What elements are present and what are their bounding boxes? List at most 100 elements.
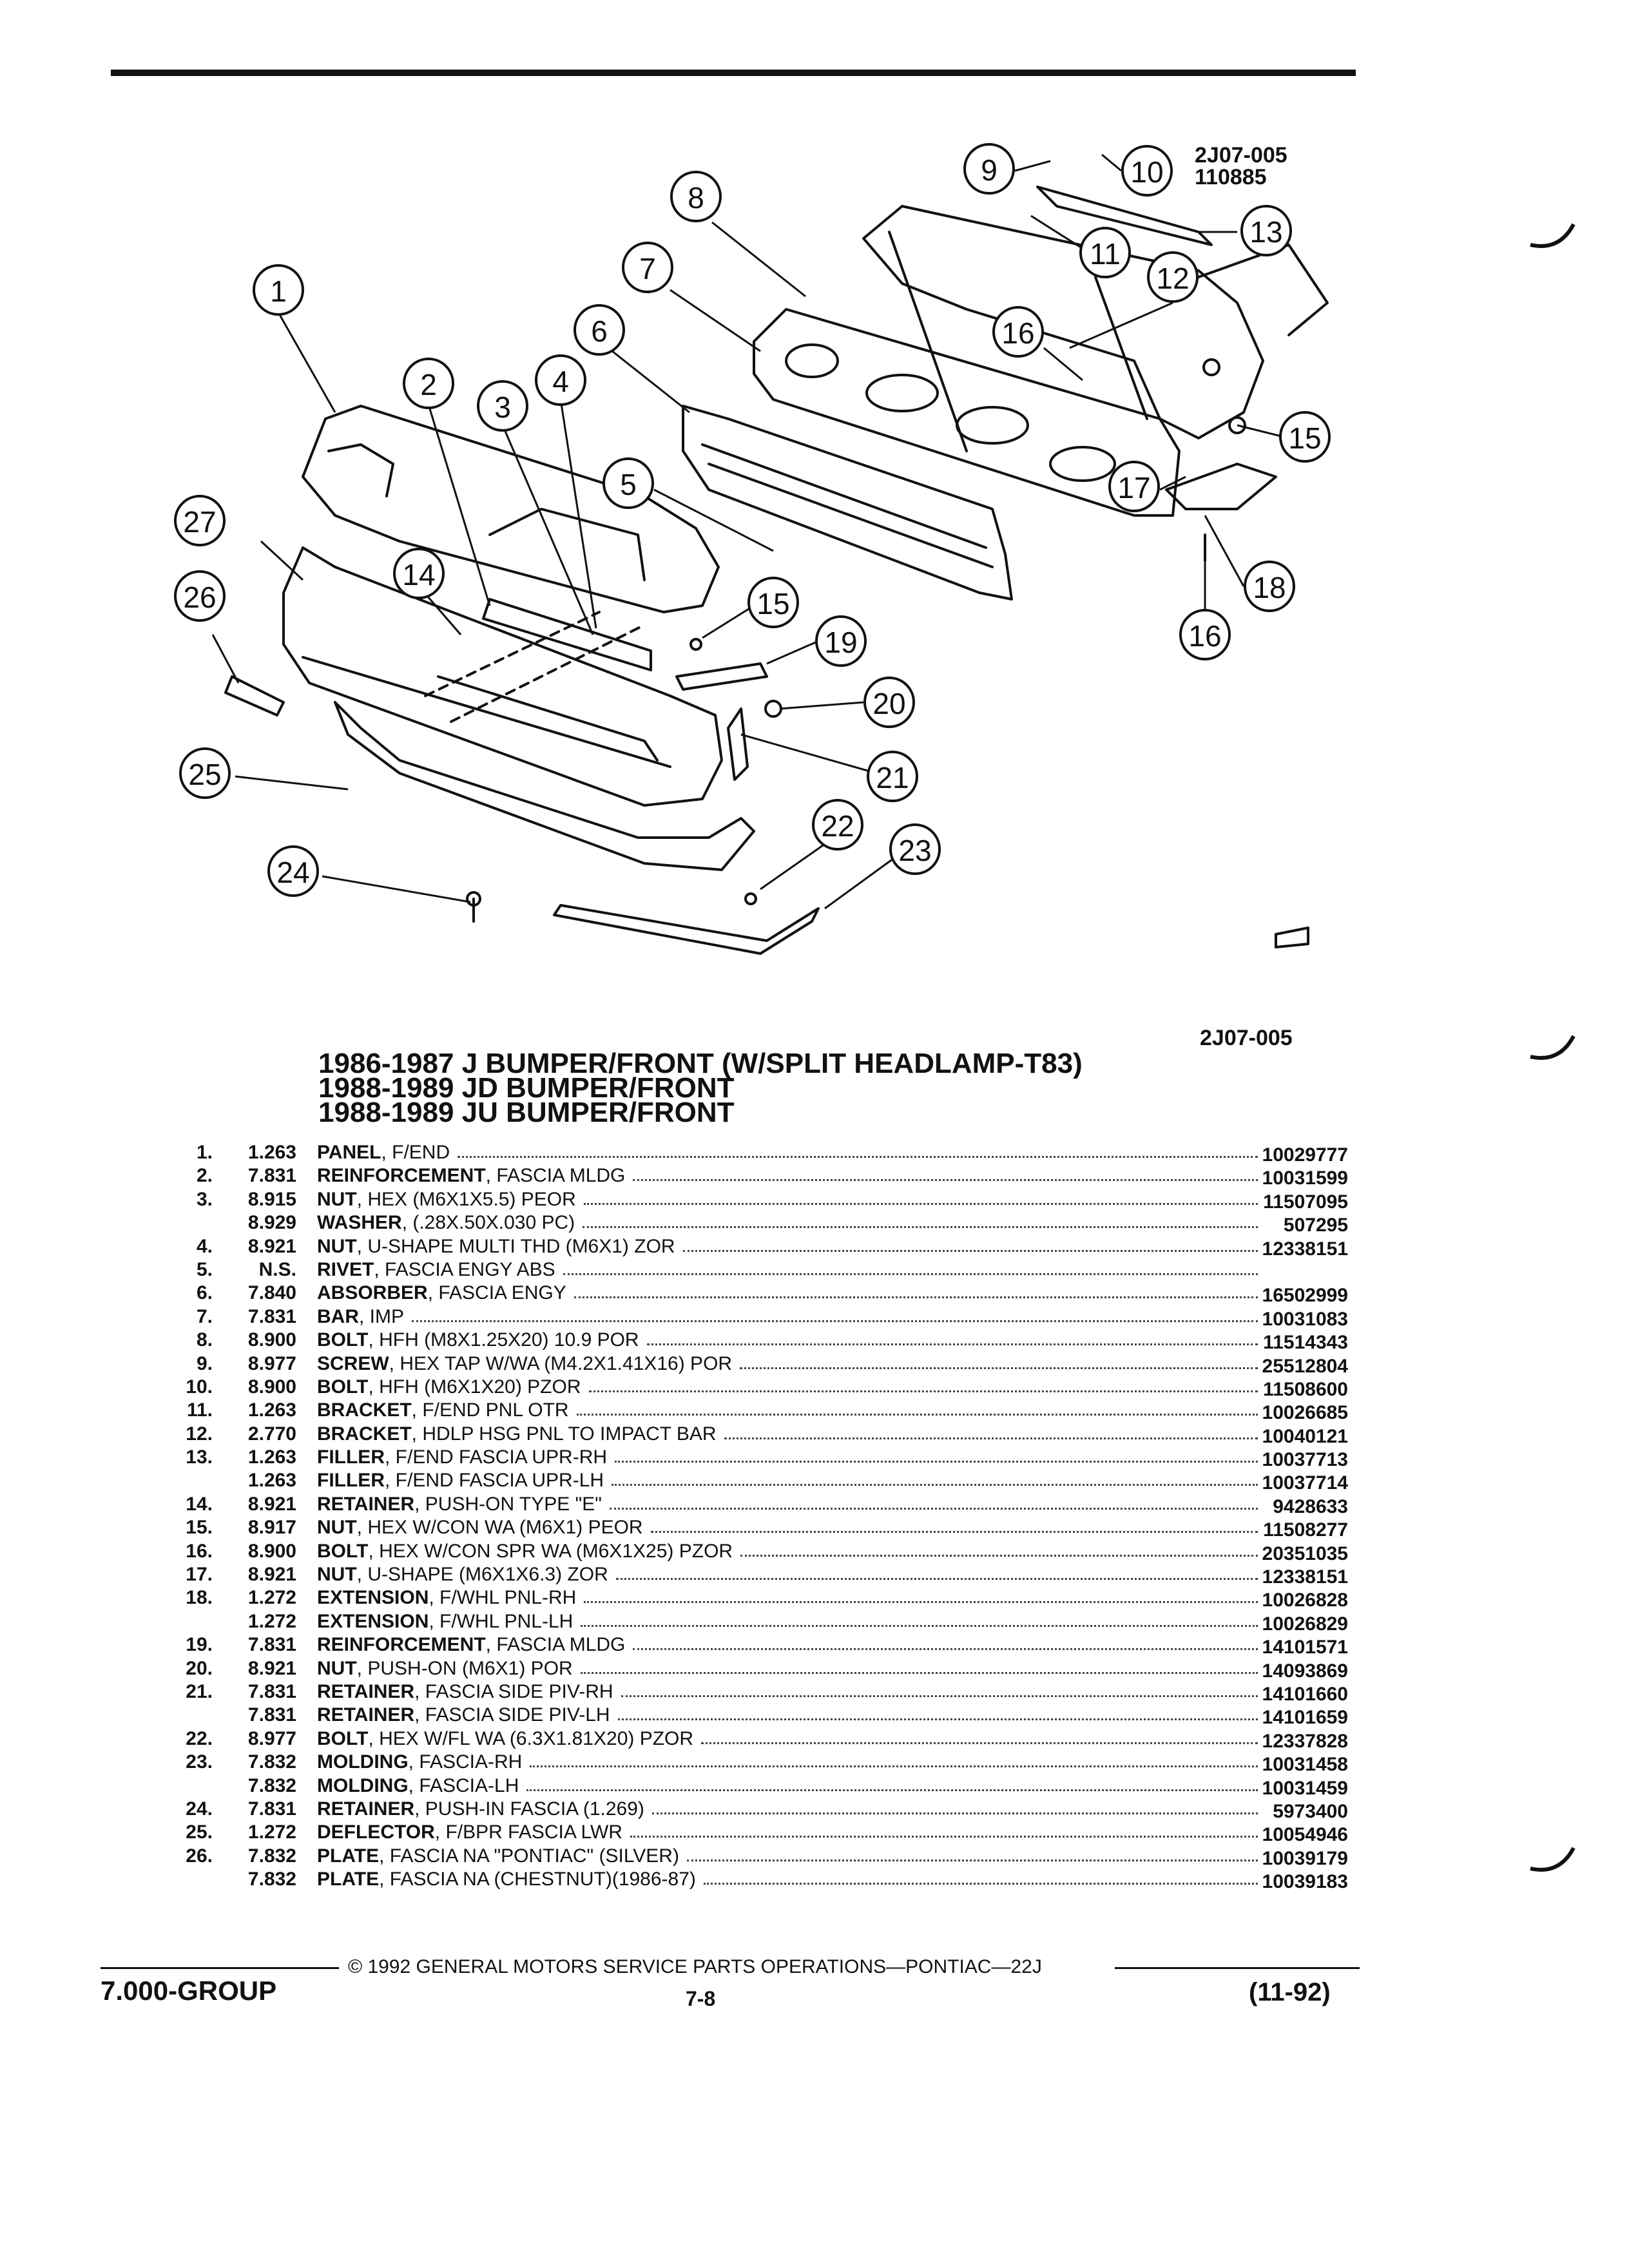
- catalog-code: 8.900: [247, 1540, 296, 1562]
- part-detail: , FASCIA SIDE PIV-LH: [414, 1704, 610, 1726]
- callout-label: 16: [1188, 619, 1221, 653]
- part-description: PLATE, FASCIA NA "PONTIAC" (SILVER): [317, 1845, 1361, 1867]
- part-name: BOLT: [317, 1376, 369, 1398]
- part-row: 22. 8.977 BOLT, HEX W/FL WA (6.3X1.81X20) …: [155, 1727, 1366, 1752]
- part-description: BOLT, HFH (M8X1.25X20) 10.9 POR: [317, 1329, 1361, 1351]
- margin-mark: [1530, 1847, 1576, 1872]
- callout-label: 24: [276, 856, 309, 889]
- molding: [553, 904, 820, 955]
- dot-leader: [621, 1695, 1258, 1697]
- dot-leader: [563, 1273, 1258, 1275]
- catalog-code: 8.915: [247, 1188, 296, 1210]
- catalog-code: 8.977: [247, 1727, 296, 1749]
- dot-leader: [701, 1742, 1258, 1744]
- part-number: 10031459: [1262, 1777, 1348, 1799]
- dot-leader: [584, 1601, 1258, 1604]
- callout-15a: [1279, 411, 1331, 463]
- callout-label: 2: [420, 368, 437, 401]
- part-number: 11508277: [1263, 1519, 1348, 1541]
- part-name: PLATE: [317, 1869, 380, 1890]
- part-detail: , HFH (M6X1X20) PZOR: [368, 1376, 581, 1398]
- catalog-code: 8.900: [247, 1329, 296, 1351]
- item-number: 22.: [186, 1727, 213, 1749]
- catalog-code: 1.272: [247, 1587, 296, 1609]
- part-name: NUT: [317, 1517, 357, 1539]
- part-description: BOLT, HEX W/FL WA (6.3X1.81X20) PZOR: [317, 1728, 1361, 1750]
- part-number: 10054946: [1262, 1824, 1348, 1846]
- catalog-code: 8.921: [247, 1493, 296, 1515]
- item-number: 10.: [186, 1376, 213, 1398]
- part-description: NUT, U-SHAPE (M6X1X6.3) ZOR: [317, 1564, 1361, 1586]
- callout-8: [670, 171, 722, 222]
- item-number: 2.: [196, 1165, 213, 1187]
- part-name: BRACKET: [317, 1423, 412, 1445]
- dot-leader: [650, 1531, 1258, 1533]
- part-description: REINFORCEMENT, FASCIA MLDG: [317, 1634, 1361, 1656]
- section-title: 1986-1987 J BUMPER/FRONT (W/SPLIT HEADLA…: [318, 1048, 1083, 1079]
- item-number: 9.: [196, 1352, 213, 1374]
- catalog-code: 1.263: [247, 1142, 296, 1163]
- callout-23: [889, 823, 941, 875]
- margin-mark: [1530, 223, 1576, 248]
- part-description: RETAINER, PUSH-IN FASCIA (1.269): [317, 1798, 1361, 1820]
- section-title: 1988-1989 JU BUMPER/FRONT: [318, 1097, 735, 1128]
- part-number: 16502999: [1262, 1285, 1348, 1307]
- part-name: BOLT: [317, 1329, 369, 1351]
- dot-leader: [703, 1883, 1258, 1885]
- part-detail: , HEX W/CON WA (M6X1) PEOR: [356, 1517, 643, 1539]
- top-rule: [111, 70, 1356, 76]
- part-number: 14101571: [1262, 1637, 1348, 1658]
- catalog-code: 1.263: [247, 1399, 296, 1421]
- dot-leader: [588, 1390, 1258, 1392]
- item-number: 5.: [196, 1258, 213, 1280]
- catalog-code: 1.263: [247, 1446, 296, 1468]
- catalog-code: 8.921: [247, 1564, 296, 1586]
- callout-20: [863, 677, 915, 728]
- callout-label: 3: [494, 390, 511, 424]
- dot-leader: [646, 1343, 1258, 1346]
- callout-label: 27: [183, 505, 216, 539]
- catalog-code: 7.831: [247, 1634, 296, 1656]
- part-number: 10039183: [1262, 1871, 1348, 1893]
- callout-17: [1108, 461, 1160, 512]
- part-name: PANEL: [317, 1142, 381, 1163]
- callout-25: [179, 747, 231, 799]
- dot-leader: [651, 1812, 1258, 1814]
- section-title: 1988-1989 JD BUMPER/FRONT: [318, 1072, 735, 1104]
- catalog-code: 8.921: [247, 1657, 296, 1679]
- part-detail: , F/END FASCIA UPR-RH: [385, 1446, 608, 1468]
- group-label: 7.000-GROUP: [101, 1975, 277, 2006]
- part-detail: , FASCIA ENGY ABS: [374, 1258, 555, 1280]
- dot-leader: [615, 1461, 1258, 1463]
- dot-leader: [686, 1859, 1258, 1861]
- part-description: RETAINER, FASCIA SIDE PIV-RH: [317, 1681, 1361, 1703]
- part-name: EXTENSION: [317, 1610, 429, 1632]
- part-detail: , (.28X.50X.030 PC): [401, 1212, 575, 1234]
- page-number: 7-8: [686, 1987, 716, 2010]
- part-number: 11514343: [1263, 1332, 1348, 1354]
- part-number: 12338151: [1262, 1566, 1348, 1588]
- catalog-code: 1.272: [247, 1610, 296, 1632]
- part-detail: , FASCIA-LH: [408, 1774, 519, 1796]
- part-description: MOLDING, FASCIA-LH: [317, 1775, 1361, 1797]
- item-number: 11.: [186, 1399, 213, 1421]
- part-number: 10029777: [1262, 1144, 1348, 1166]
- callout-label: 4: [552, 365, 569, 398]
- margin-mark: [1530, 1035, 1576, 1060]
- item-number: 16.: [186, 1540, 213, 1562]
- part-detail: , HFH (M8X1.25X20) 10.9 POR: [368, 1329, 639, 1351]
- part-detail: , FASCIA ENGY: [427, 1282, 566, 1304]
- catalog-code: 8.977: [247, 1352, 296, 1374]
- dot-leader: [580, 1671, 1258, 1674]
- dot-leader: [630, 1836, 1258, 1838]
- callout-label: 9: [981, 153, 998, 187]
- part-detail: , FASCIA MLDG: [485, 1165, 626, 1187]
- part-number: 11508600: [1263, 1378, 1348, 1400]
- part-description: FILLER, F/END FASCIA UPR-RH: [317, 1446, 1361, 1468]
